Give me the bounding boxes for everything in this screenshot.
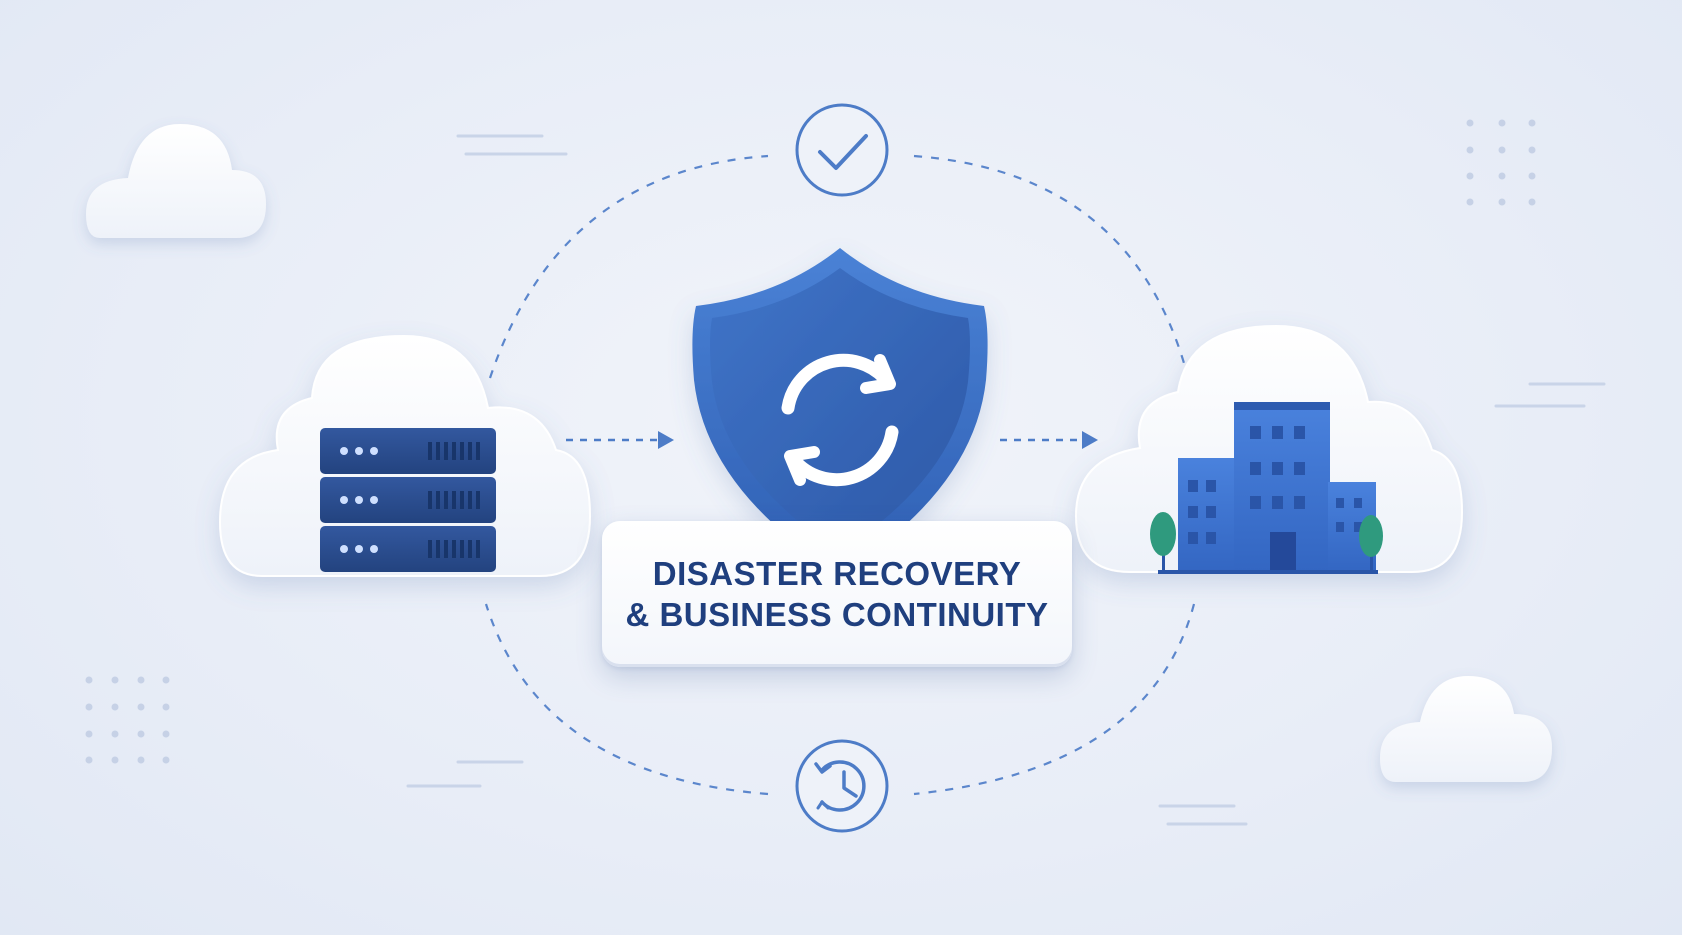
tree-right — [1359, 515, 1383, 572]
decor-cloud-bottom-right — [1380, 676, 1552, 782]
decor-dots-top-right — [1466, 119, 1536, 206]
title-line-2: & BUSINESS CONTINUITY — [625, 596, 1049, 633]
dashed-cycle-ring — [484, 154, 1196, 796]
arrow-shield-to-right — [1000, 431, 1098, 449]
server-rack-icon — [320, 428, 496, 572]
decor-cloud-top-left — [86, 124, 266, 238]
sync-arrows-icon — [781, 353, 899, 487]
decor-lines — [406, 134, 1606, 826]
title-line-1: DISASTER RECOVERY — [652, 554, 1022, 592]
arrow-left-to-shield — [566, 431, 674, 449]
checkmark-icon — [795, 103, 889, 197]
office-building-icon — [1150, 402, 1383, 574]
shield-icon — [692, 248, 988, 574]
title-card: DISASTER RECOVERY & BUSINESS CONTINUITY — [602, 521, 1072, 667]
clock-history-icon — [795, 739, 889, 833]
tree-left — [1150, 512, 1176, 572]
decor-dots-bottom-left — [85, 676, 170, 764]
